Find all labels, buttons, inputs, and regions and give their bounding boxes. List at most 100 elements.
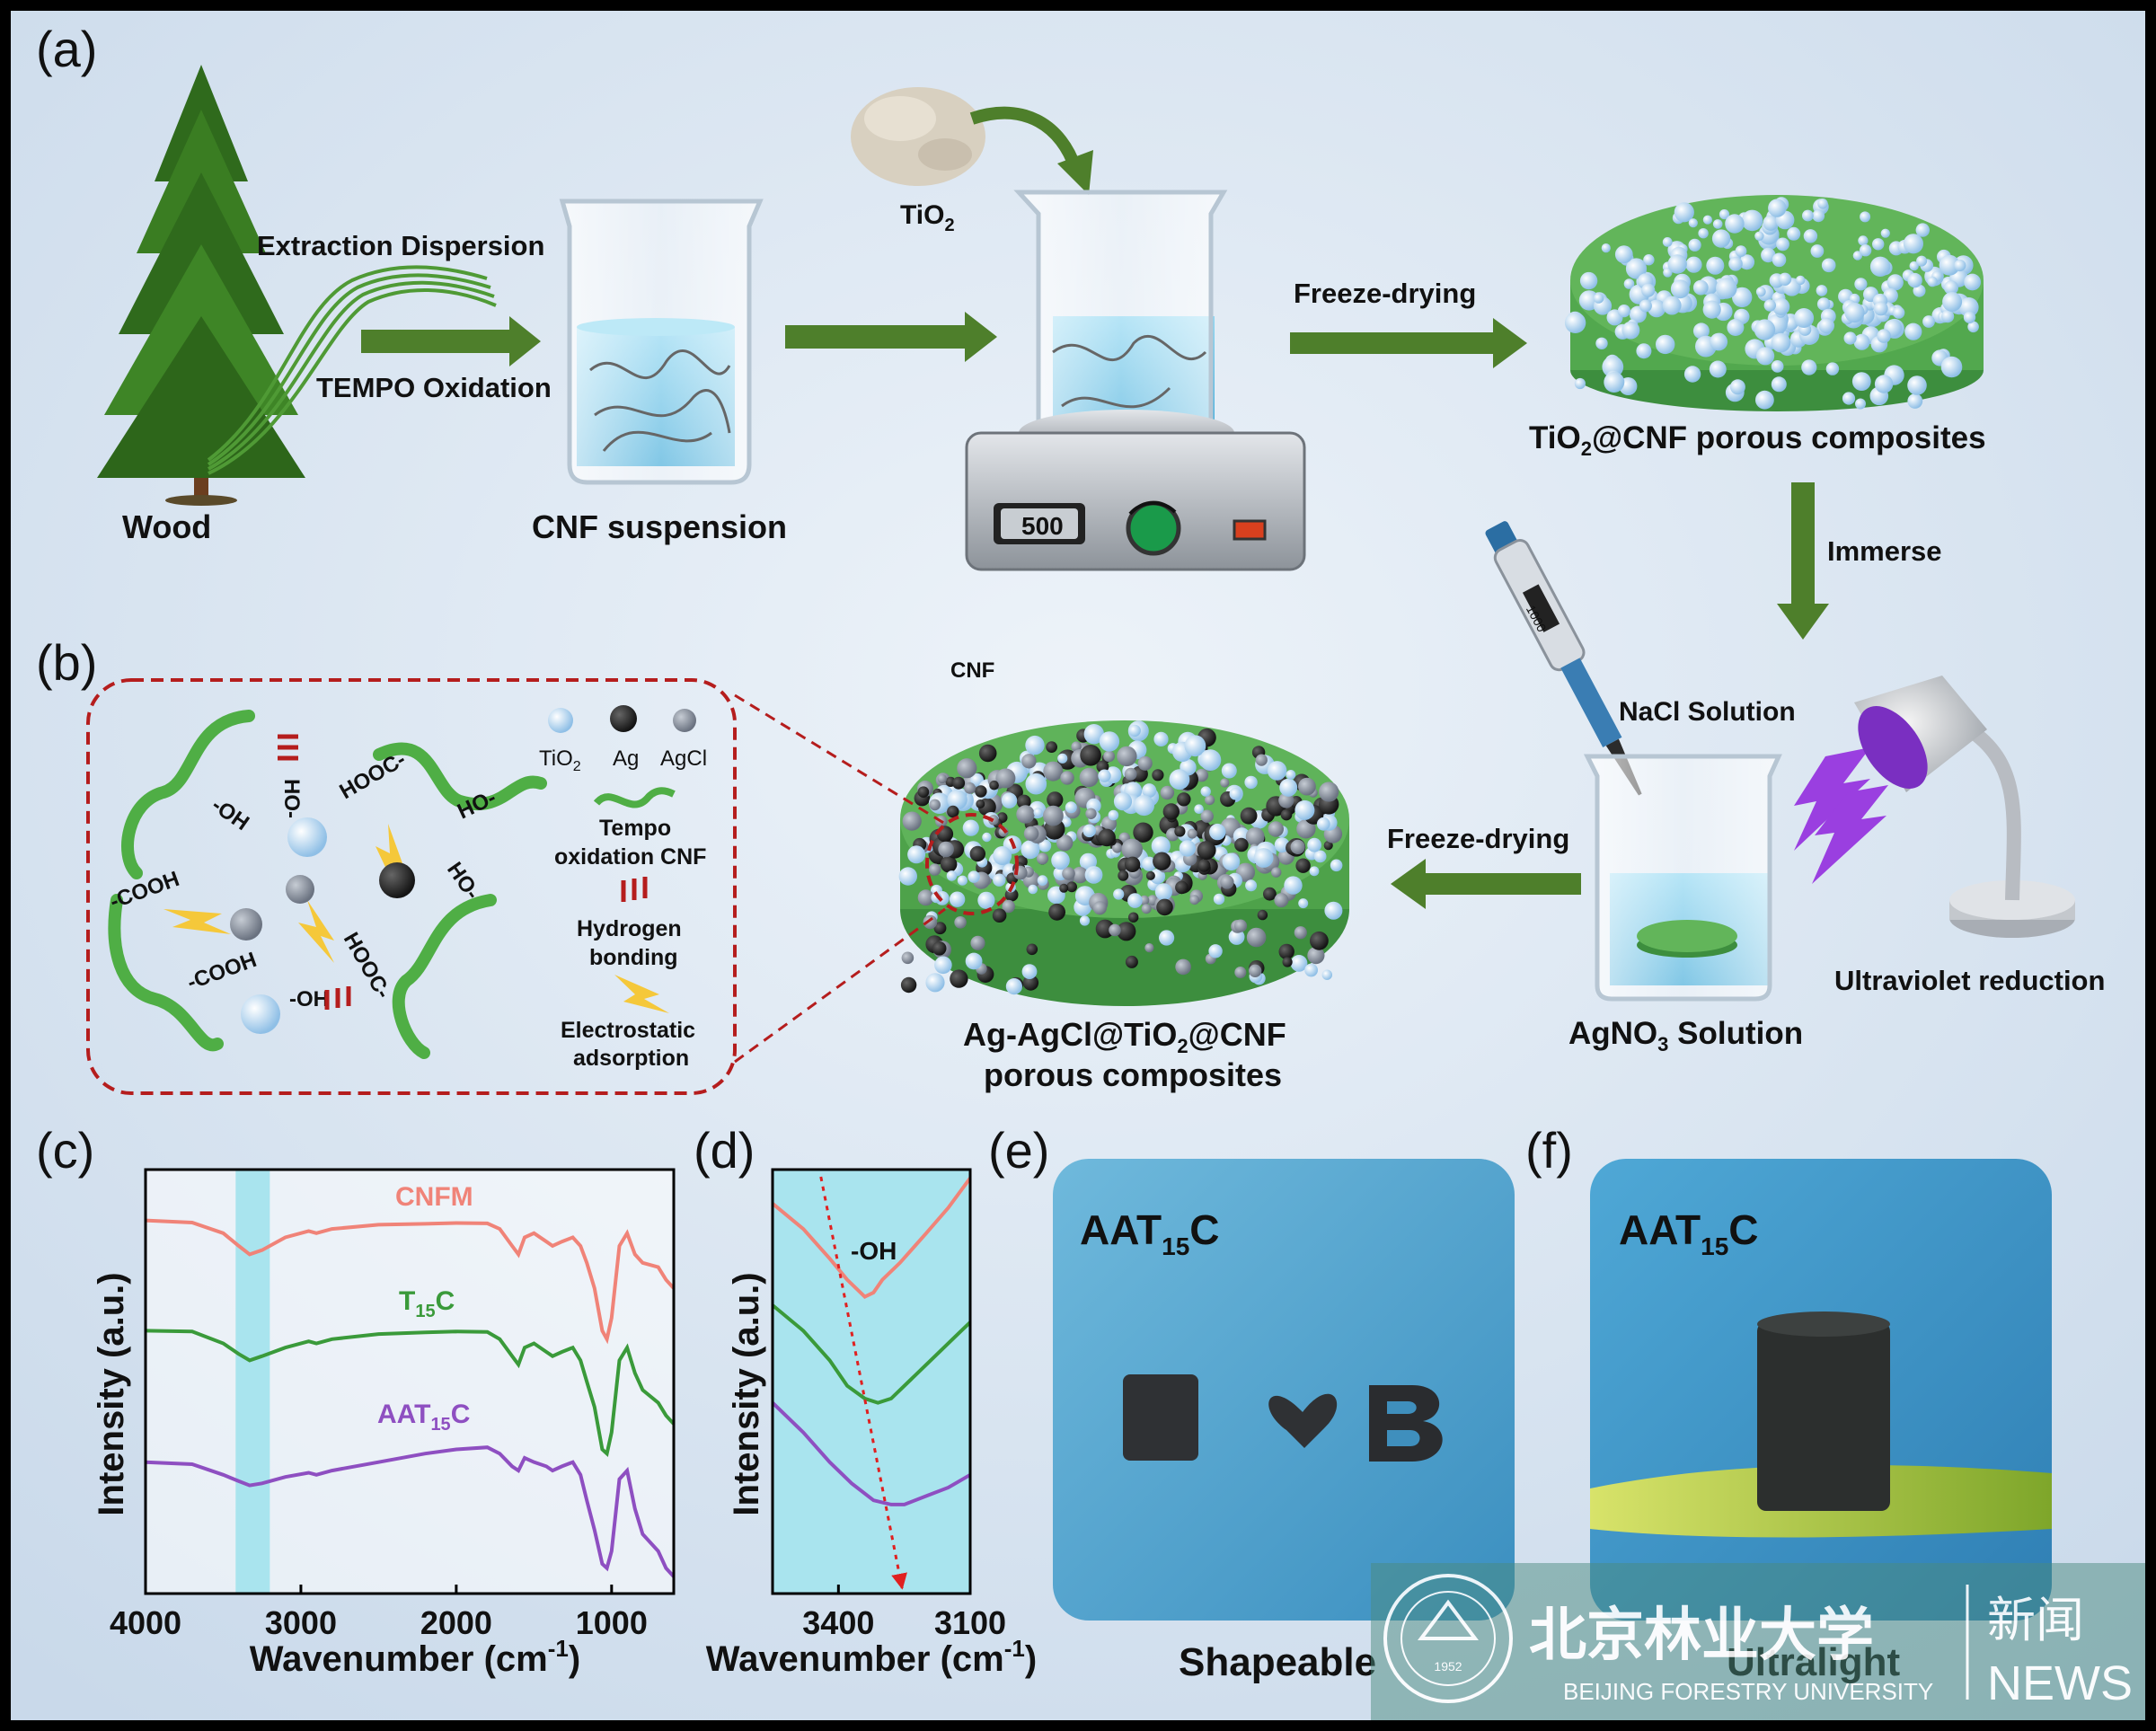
ag-particle	[1156, 898, 1173, 916]
watermark-news-cn: 新闻	[1987, 1594, 2084, 1647]
tio2-particle	[946, 870, 958, 881]
zoom-box	[86, 678, 737, 1095]
ag-particle	[1118, 870, 1129, 881]
ag-particle	[1022, 975, 1039, 991]
agcl-particle	[929, 799, 941, 811]
tio2-drop-arrowhead	[1057, 150, 1093, 195]
legend-agcl-icon	[673, 709, 696, 732]
immerse-label: Immerse	[1827, 535, 1942, 567]
tio2-particle	[1601, 243, 1611, 253]
cnf-top-label: CNF	[950, 658, 994, 683]
tio2-particle	[1169, 769, 1190, 790]
series-label-t15c: T15C	[399, 1286, 455, 1321]
tio2-particle	[1844, 302, 1865, 323]
agcl-particle	[1060, 771, 1074, 785]
tio2-particle	[1892, 306, 1905, 319]
tio2-particle	[1692, 279, 1709, 296]
tio2-particle	[1763, 215, 1779, 231]
freeze-drying-label-1: Freeze-drying	[1294, 278, 1476, 309]
ag-particle	[1240, 807, 1258, 825]
tio2-particle	[1595, 337, 1608, 349]
agcl-particle	[1278, 792, 1294, 808]
tio2-particle	[1316, 817, 1330, 831]
tio2-particle	[1855, 398, 1866, 410]
ag-particle	[917, 786, 930, 798]
tio2-particle	[1304, 963, 1318, 977]
shift-arrow	[819, 1176, 907, 1590]
tio2-particle	[1816, 285, 1828, 296]
tio2-particle	[1656, 334, 1675, 355]
tio2-sub: 2	[944, 216, 954, 235]
tio2-particle	[1082, 824, 1096, 838]
tio2-particle	[1772, 252, 1787, 268]
tio2-particle	[965, 952, 983, 970]
agcl-particle	[1245, 827, 1265, 846]
agcl-particle	[1036, 852, 1049, 865]
tio2-particle	[1755, 287, 1766, 297]
tio2-particle	[1941, 310, 1955, 323]
tio2-particle	[1153, 731, 1169, 747]
chart-c-xlabel: Wavenumber (cm-1)	[250, 1635, 580, 1679]
tio2-particle	[1698, 228, 1709, 239]
agcl-particle	[1023, 826, 1039, 842]
legend-hbond-2: bonding	[589, 945, 678, 970]
chart-c-xlabel-sup: -1	[548, 1635, 569, 1662]
tio2-particle	[1159, 930, 1175, 946]
tio2-particle	[1954, 259, 1966, 272]
ag-particle	[1257, 909, 1268, 921]
plot-frame	[144, 1168, 676, 1595]
ag-particle	[900, 976, 917, 994]
agcl-particle	[1274, 893, 1289, 908]
ag-particle	[978, 744, 997, 763]
tio2-particle	[1021, 840, 1040, 860]
legend-electro-icon	[614, 975, 669, 1013]
caption-shapeable: Shapeable	[1179, 1640, 1376, 1684]
tio2-particle	[1229, 788, 1242, 800]
ag-particle	[992, 908, 1007, 923]
tio2-particle	[1688, 218, 1698, 228]
tio2-particle	[1702, 215, 1712, 225]
tio2-particle	[1880, 228, 1890, 238]
agcl-particle	[957, 758, 977, 779]
tio2-particle	[1909, 261, 1919, 271]
agcl-particle	[1268, 821, 1285, 837]
tio2-particle	[968, 870, 980, 883]
agno3-label: AgNO3 Solution	[1568, 1016, 1803, 1055]
agcl-particle	[1187, 828, 1197, 839]
x-tick-label: 3400	[802, 1604, 874, 1641]
ag-particle	[1175, 880, 1188, 895]
agcl-particle	[995, 768, 1016, 789]
tio2-particle	[1253, 848, 1274, 868]
chart-d-xlabel-main: Wavenumber (cm	[706, 1639, 1004, 1679]
agno3-main: AgNO	[1568, 1016, 1657, 1051]
tio2-particle	[1284, 876, 1303, 895]
tio2-particle	[1818, 317, 1835, 334]
agcl-particle	[970, 935, 985, 950]
tio2-particle	[1851, 372, 1871, 391]
wood-label: Wood	[122, 508, 211, 545]
tio2-particle	[1741, 209, 1763, 232]
tio2-particle	[1057, 753, 1068, 764]
tio2-powder-icon	[851, 87, 985, 186]
x-tick-label: 1000	[576, 1604, 648, 1641]
tio2-particle	[1051, 851, 1070, 870]
agcl-particle	[902, 811, 922, 831]
tio2-particle	[1944, 280, 1958, 296]
tio2cnf-rest: @CNF porous composites	[1592, 420, 1986, 455]
tio2-particle	[1604, 372, 1625, 393]
agcl-particle	[1079, 767, 1100, 788]
tio2-particle	[1021, 964, 1038, 979]
tio2-particle	[1812, 209, 1825, 223]
stirrer-display-value: 500	[1021, 512, 1064, 540]
tio2-particle	[1151, 836, 1171, 856]
tio2-particle	[1286, 770, 1296, 780]
tio2-particle	[1732, 287, 1753, 308]
agcl-particle	[1271, 867, 1282, 878]
tio2-particle	[1853, 333, 1870, 350]
final-composite-label-1: Ag-AgCl@TiO2@CNF	[963, 1016, 1286, 1057]
ag-particle	[1080, 745, 1101, 766]
agcl-particle	[954, 916, 967, 929]
rotate-icon	[1128, 501, 1177, 516]
agcl-particle	[938, 841, 954, 858]
